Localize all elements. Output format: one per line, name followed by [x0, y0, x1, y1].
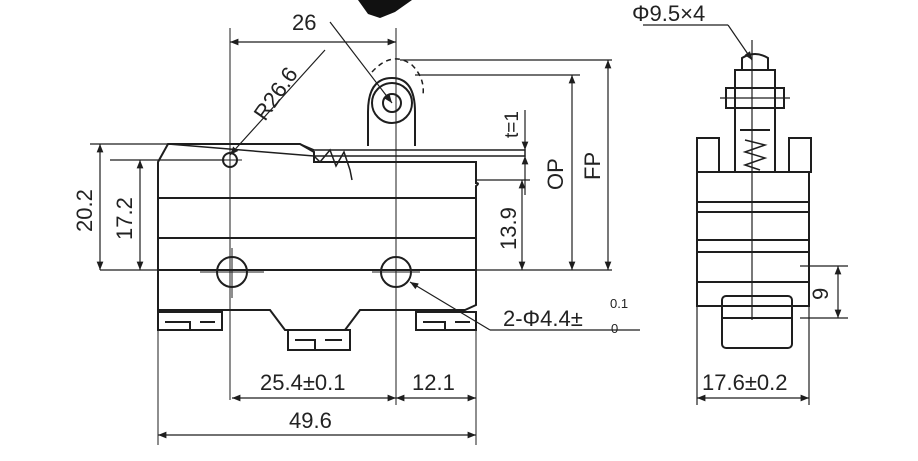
dim-length: 49.6: [289, 408, 332, 433]
roller-bracket: [367, 76, 416, 146]
dim-thickness: t=1: [502, 111, 523, 138]
terminal-middle: [287, 329, 351, 351]
dim-radius: R26.6: [249, 62, 303, 124]
side-view: [696, 53, 812, 349]
dim-hole-tol-lower: 0: [611, 321, 618, 336]
dim-fp: FP: [580, 152, 605, 180]
roller-axle: [382, 93, 402, 113]
dim-hole-label: 2-Φ4.4±: [503, 306, 583, 331]
dim-roller: Φ9.5×4: [632, 1, 705, 26]
front-view: [157, 58, 526, 351]
black-shape-top: [358, 0, 412, 18]
roller-dashed: [371, 58, 425, 96]
dim-13-9: 13.9: [496, 207, 521, 250]
spring: [313, 148, 353, 181]
dim-offset: 12.1: [412, 370, 455, 395]
dim-pitch: 25.4±0.1: [260, 370, 345, 395]
terminal-right: [415, 311, 477, 331]
terminal-left: [157, 311, 223, 331]
dim-20-2: 20.2: [72, 189, 97, 232]
dim-hole-tol-upper: 0.1: [610, 296, 628, 311]
dim-width-26: 26: [292, 10, 316, 35]
roller: [371, 82, 413, 124]
lever-arm: [167, 143, 526, 157]
dim-side-9: 9: [808, 288, 833, 300]
dim-17-2: 17.2: [112, 197, 137, 240]
dim-side-width: 17.6±0.2: [702, 370, 787, 395]
dim-op: OP: [543, 158, 568, 190]
